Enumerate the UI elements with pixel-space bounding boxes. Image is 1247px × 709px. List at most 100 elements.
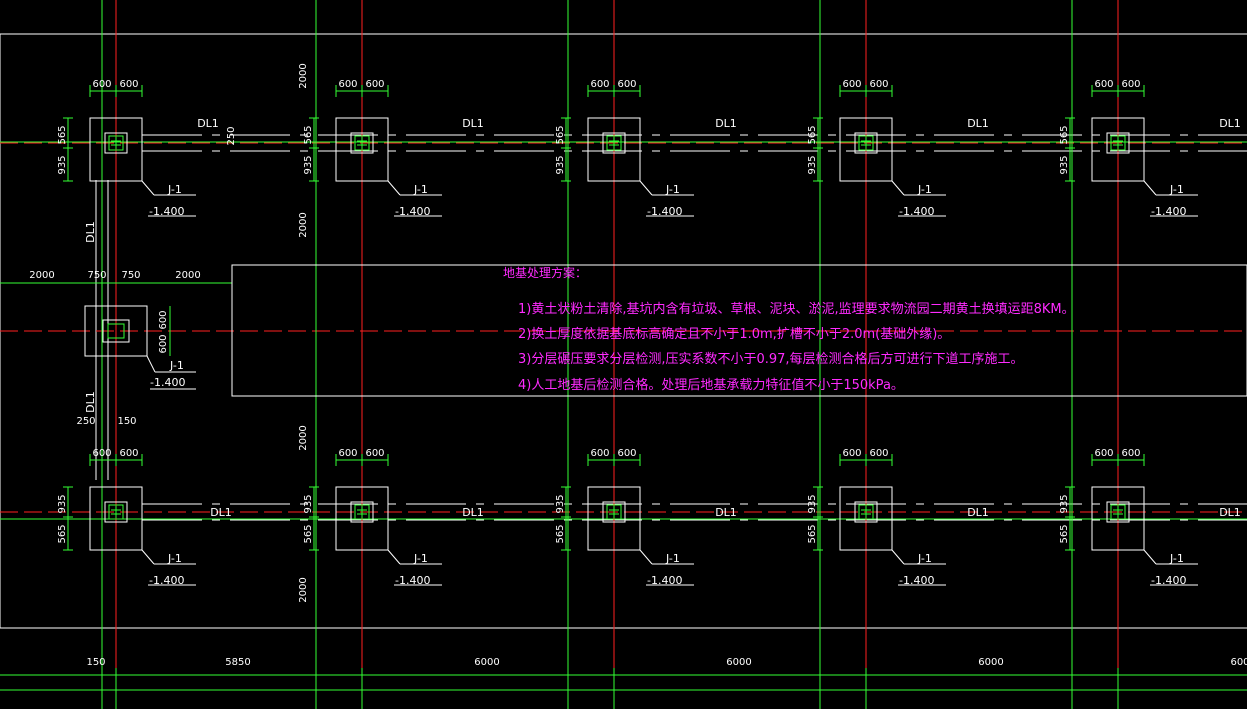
dim-top-right: 600: [869, 79, 888, 90]
foundation-treatment-note: 地基处理方案： 1)黄土状粉土清除,基坑内含有垃圾、草根、泥块、淤泥,监理要求物…: [231, 264, 1247, 397]
beam-label-dl1-9: DL1: [1219, 506, 1241, 519]
dim-top-left: 600: [338, 448, 357, 459]
beam-label-dl1-5: DL1: [210, 506, 232, 519]
dim-left-lower: 565: [303, 524, 314, 543]
dim-left-upper: 565: [555, 125, 566, 144]
column-rebar: [858, 504, 874, 520]
dim-left-lower: 935: [303, 155, 314, 174]
footing-code-label: J-1: [917, 552, 932, 565]
footing-code-label: J-1: [167, 183, 182, 196]
leader-diagonal: [141, 549, 155, 565]
column-rebar: [1110, 504, 1126, 520]
note-box: [231, 264, 1247, 397]
beam-label-dl1-8: DL1: [967, 506, 989, 519]
dim-top-right: 600: [869, 448, 888, 459]
footing-outline: [839, 486, 893, 551]
beam-label-dl1-vertical-top: DL1: [84, 221, 97, 243]
footing-elevation-label: -1.400: [149, 205, 184, 218]
footing-elevation-label: -1.400: [149, 574, 184, 587]
dim-left-upper: 565: [807, 125, 818, 144]
leader-diagonal: [146, 355, 156, 373]
column-rebar: [858, 135, 874, 151]
footing-code-label: J-1: [167, 552, 182, 565]
footing-outline: [84, 305, 148, 357]
dim-top-right: 600: [119, 448, 138, 459]
footing-code-label: J-1: [665, 183, 680, 196]
footing-elevation-label: -1.400: [1151, 205, 1186, 218]
bottom-dim-2: 6000: [474, 657, 499, 668]
footing-outline: [587, 117, 641, 182]
dim-right-lower: 600: [158, 334, 169, 353]
dim-left-lower: 935: [57, 155, 68, 174]
leader-diagonal: [891, 180, 905, 196]
dim-left-lower: 935: [1059, 155, 1070, 174]
dim-top-left: 600: [1094, 448, 1113, 459]
bottom-dim-5: 600: [1230, 657, 1247, 668]
note-title: 地基处理方案：: [503, 265, 587, 280]
dim-top-left: 600: [1094, 79, 1113, 90]
dim-left-upper: 935: [303, 494, 314, 513]
leader-diagonal: [639, 180, 653, 196]
note-line-4: 4)人工地基后检测合格。处理后地基承载力特征值不小于150kPa。: [518, 377, 904, 393]
column-rebar: [108, 135, 124, 151]
dim-top-right: 600: [1121, 448, 1140, 459]
footing-outline: [1091, 117, 1145, 182]
leader-diagonal: [1143, 549, 1157, 565]
dim-left-lower: 565: [1059, 524, 1070, 543]
dim-left-upper: 565: [303, 125, 314, 144]
column-outline: [1106, 132, 1130, 154]
leader-diagonal: [141, 180, 155, 196]
column-outline: [102, 319, 130, 343]
footing-code-label: J-1: [917, 183, 932, 196]
dim-2000-vertical-2: 2000: [298, 425, 309, 450]
leader-diagonal: [387, 549, 401, 565]
dim-250-horizontal: 250: [76, 416, 95, 427]
dim-2000-vertical-0: 2000: [298, 63, 309, 88]
beam-label-dl1-6: DL1: [462, 506, 484, 519]
footing-outline: [839, 117, 893, 182]
footing-code-label: J-1: [169, 359, 184, 372]
dim-top-left: 600: [842, 79, 861, 90]
leader-diagonal: [1143, 180, 1157, 196]
bottom-dim-1: 5850: [225, 657, 250, 668]
beam-label-dl1-1: DL1: [462, 117, 484, 130]
footing-code-label: J-1: [1169, 183, 1184, 196]
dim-top-left: 600: [338, 79, 357, 90]
footing-elevation-label: -1.400: [395, 574, 430, 587]
dim-left-upper: 565: [57, 125, 68, 144]
dim-left-upper: 935: [555, 494, 566, 513]
note-line-1: 1)黄土状粉土清除,基坑内含有垃圾、草根、泥块、淤泥,监理要求物流园二期黄土换填…: [518, 301, 1075, 317]
footing-code-label: J-1: [413, 183, 428, 196]
dim-top-right: 600: [119, 79, 138, 90]
column-outline: [602, 501, 626, 523]
footing-code-label: J-1: [1169, 552, 1184, 565]
dim-2000-vertical-1: 2000: [298, 212, 309, 237]
dim-top-left: 600: [92, 448, 111, 459]
leader-diagonal: [891, 549, 905, 565]
column-outline: [854, 132, 878, 154]
column-rebar: [606, 504, 622, 520]
footing-code-label: J-1: [413, 552, 428, 565]
dim-left-upper: 935: [807, 494, 818, 513]
dim-top-right: 600: [1121, 79, 1140, 90]
dim-left-lower: 935: [555, 155, 566, 174]
leader-diagonal: [639, 549, 653, 565]
dim-mid-2000-right: 2000: [175, 270, 200, 281]
beam-label-dl1-7: DL1: [715, 506, 737, 519]
dim-mid-2000-left: 2000: [29, 270, 54, 281]
column-outline: [1106, 501, 1130, 523]
dim-mid-750-right: 750: [121, 270, 140, 281]
